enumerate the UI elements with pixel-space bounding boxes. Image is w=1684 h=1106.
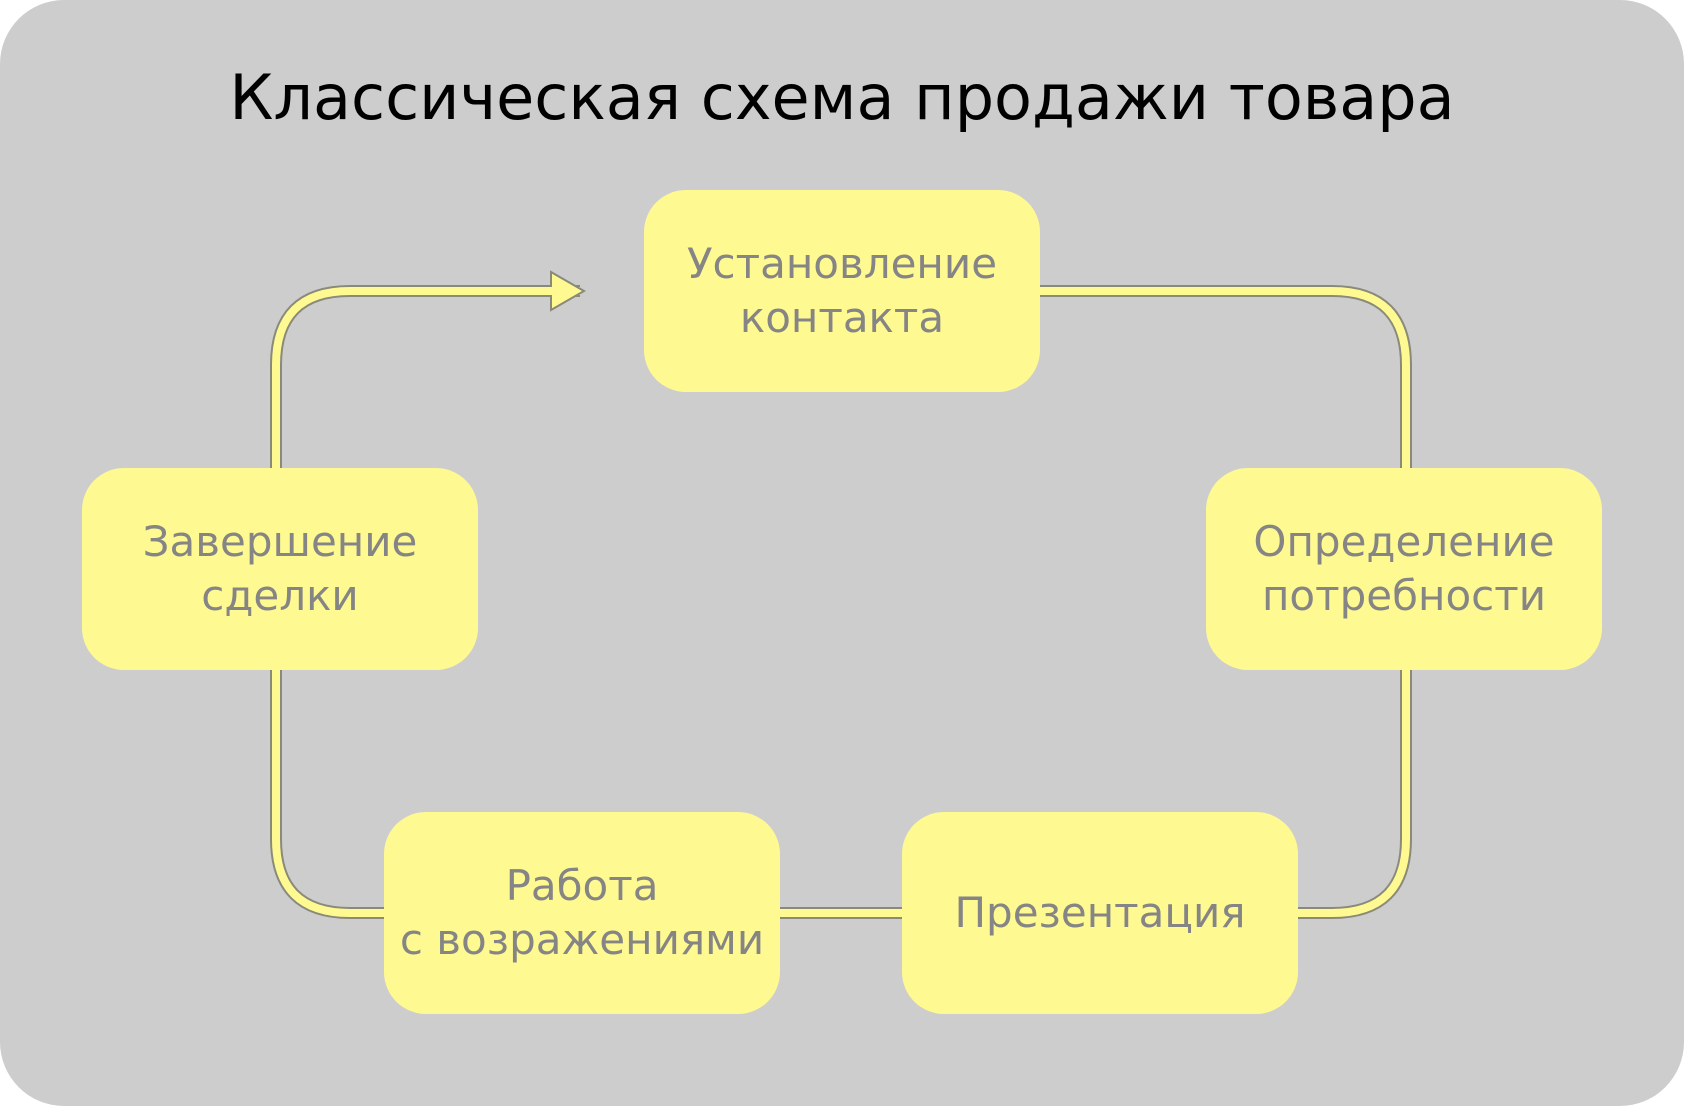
connector-line bbox=[272, 287, 1410, 917]
step-needs: Определение потребности bbox=[1206, 468, 1602, 670]
step-closing: Завершение сделки bbox=[82, 468, 478, 670]
step-closing-line-1: Завершение bbox=[142, 517, 418, 566]
arrowhead bbox=[550, 270, 587, 312]
step-contact-line-2: контакта bbox=[739, 293, 945, 342]
diagram-title: Классическая схема продажи товара bbox=[229, 61, 1455, 134]
step-needs-line-1: Определение bbox=[1253, 517, 1555, 566]
step-contact: Установление контакта bbox=[644, 190, 1040, 392]
step-presentation-line-1: Презентация bbox=[954, 888, 1246, 937]
step-objections-line-1: Работа bbox=[505, 861, 659, 910]
step-presentation: Презентация bbox=[902, 812, 1298, 1014]
step-objections: Работа с возражениями bbox=[384, 812, 780, 1014]
step-contact-line-1: Установление bbox=[686, 239, 998, 288]
step-closing-line-2: сделки bbox=[201, 571, 359, 620]
step-needs-line-2: потребности bbox=[1261, 571, 1547, 620]
step-objections-line-2: с возражениями bbox=[399, 915, 765, 964]
